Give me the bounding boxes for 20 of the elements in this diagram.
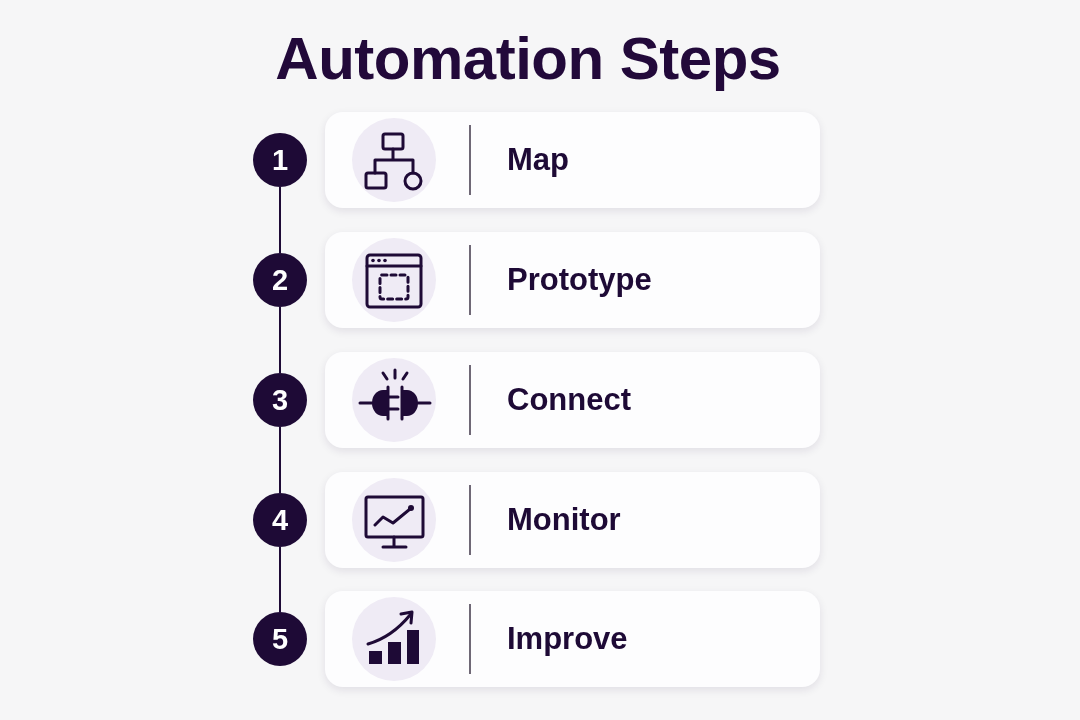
step-label: Monitor <box>507 501 621 539</box>
step-card <box>325 352 820 448</box>
step-card <box>325 472 820 568</box>
connector-line <box>279 186 281 254</box>
title: Automation Steps <box>275 26 781 92</box>
step-card <box>325 112 820 208</box>
step-number: 2 <box>253 253 307 307</box>
step-card <box>325 232 820 328</box>
step-number: 4 <box>253 493 307 547</box>
step-number: 3 <box>253 373 307 427</box>
step-label: Connect <box>507 381 631 419</box>
step-label: Prototype <box>507 261 652 299</box>
connector-line <box>279 546 281 613</box>
step-number: 1 <box>253 133 307 187</box>
step-label: Map <box>507 141 569 179</box>
step-label: Improve <box>507 620 628 658</box>
connector-line <box>279 306 281 374</box>
connector-line <box>279 426 281 494</box>
step-card <box>325 591 820 687</box>
step-number: 5 <box>253 612 307 666</box>
